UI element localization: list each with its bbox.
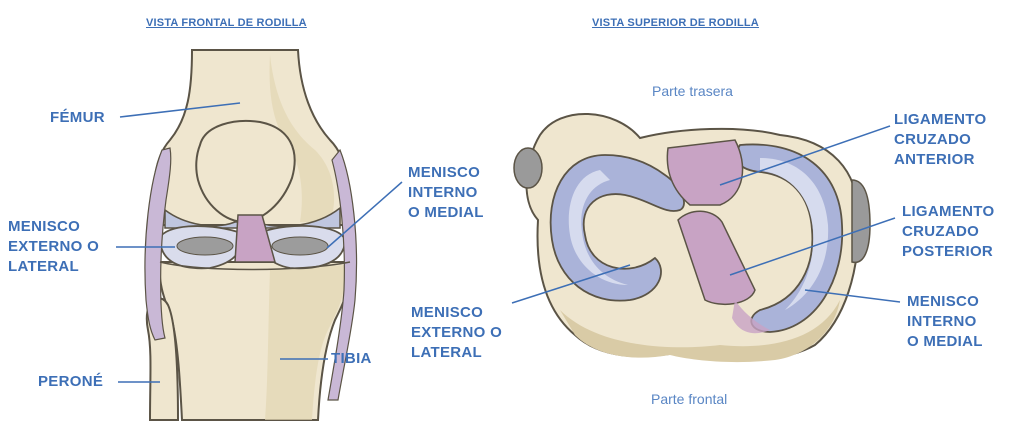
label-menisco-interno-top-line3: O MEDIAL [907, 333, 983, 350]
label-menisco-externo-top-line3: LATERAL [411, 344, 482, 361]
label-lca-line3: ANTERIOR [894, 151, 975, 168]
frontal-fibers [732, 300, 770, 334]
label-menisco-interno-front-line3: O MEDIAL [408, 204, 484, 221]
label-menisco-interno-top-line1: MENISCO [907, 293, 980, 310]
lcp-leader [729, 217, 896, 276]
front-view-header: VISTA FRONTAL DE RODILLA [146, 17, 307, 29]
label-menisco-externo-front: MENISCO EXTERNO O LATERAL [8, 217, 99, 277]
menisco-interno-front-leader [326, 181, 403, 249]
collateral-ligament-left [144, 147, 172, 341]
label-lca-line2: CRUZADO [894, 131, 972, 148]
menisco-interno-top-highlight [760, 158, 829, 310]
femur-shadow [269, 55, 335, 222]
label-lcp-line1: LIGAMENTO [902, 203, 995, 220]
label-parte-trasera: Parte trasera [652, 83, 733, 99]
label-lca: LIGAMENTO CRUZADO ANTERIOR [894, 110, 986, 170]
top-view-header: VISTA SUPERIOR DE RODILLA [592, 17, 759, 29]
tibial-tubercle-top [851, 179, 871, 264]
label-menisco-interno-front: MENISCO INTERNO O MEDIAL [408, 163, 484, 223]
label-lcp-line3: POSTERIOR [902, 243, 994, 260]
front-view-drawing [144, 49, 358, 421]
top-leader-lines [511, 125, 901, 304]
lca-leader [719, 125, 891, 186]
label-lcp: LIGAMENTO CRUZADO POSTERIOR [902, 202, 994, 262]
label-menisco-interno-front-line1: MENISCO [408, 164, 481, 181]
label-menisco-externo-front-line1: MENISCO [8, 218, 81, 235]
menisco-interno-front-inner [271, 236, 329, 256]
fibula-head-top [513, 147, 543, 189]
tibial-plateau-shadow [560, 300, 840, 363]
menisco-externo-top-highlight [568, 170, 628, 285]
ligamento-cruzado-anterior-top [666, 139, 744, 206]
ligamento-cruzado-posterior-top [677, 210, 756, 306]
menisco-interno-top-leader [804, 289, 901, 303]
label-menisco-externo-top: MENISCO EXTERNO O LATERAL [411, 303, 502, 363]
menisco-externo-front-inner [176, 236, 234, 256]
label-menisco-interno-top: MENISCO INTERNO O MEDIAL [907, 292, 983, 352]
label-menisco-externo-top-line2: EXTERNO O [411, 324, 503, 341]
front-leader-lines [116, 102, 403, 383]
label-menisco-externo-front-line3: LATERAL [8, 258, 79, 275]
label-parte-frontal: Parte frontal [651, 391, 728, 407]
femur-leader [119, 102, 241, 118]
label-femur: FÉMUR [50, 109, 105, 126]
label-menisco-externo-front-line2: EXTERNO O [8, 238, 100, 255]
label-tibia: TIBIA [331, 350, 372, 367]
menisco-externo-top-leader [511, 264, 631, 304]
tibia-shadow [265, 265, 346, 420]
label-perone: PERONÉ [38, 373, 104, 390]
cruciate-ligaments-front [234, 214, 276, 263]
label-menisco-externo-top-line1: MENISCO [411, 304, 484, 321]
patella [195, 119, 296, 224]
collateral-ligament-right [327, 148, 358, 401]
tibial-plateau-line [159, 261, 351, 271]
label-menisco-interno-front-line2: INTERNO [408, 184, 478, 201]
label-menisco-interno-top-line2: INTERNO [907, 313, 977, 330]
label-lca-line1: LIGAMENTO [894, 111, 987, 128]
top-view-drawing [513, 113, 871, 363]
label-lcp-line2: CRUZADO [902, 223, 980, 240]
